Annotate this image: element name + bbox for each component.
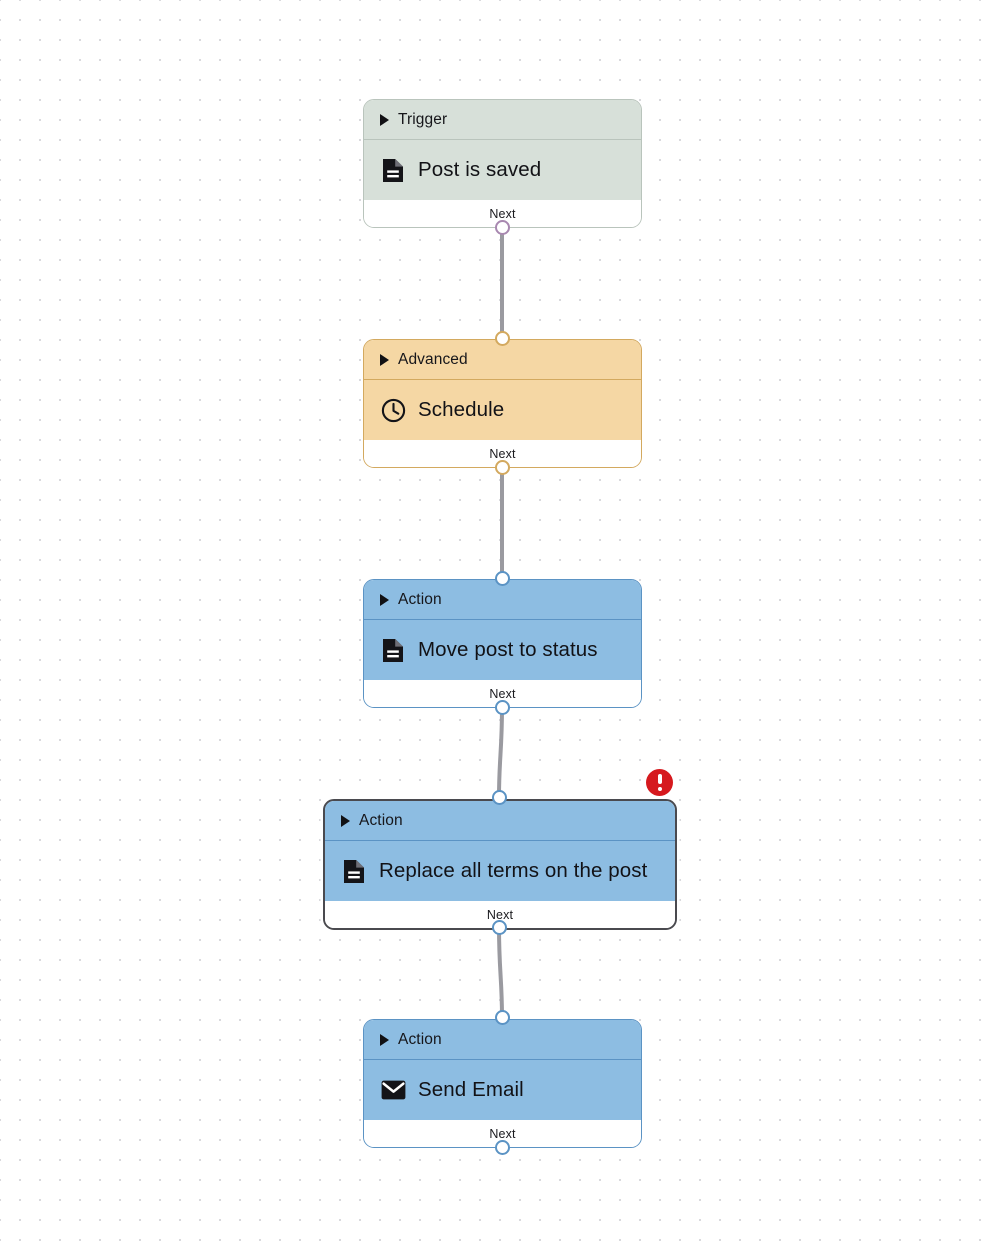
connector-port-out-action-2[interactable] (491, 919, 507, 935)
chevron-right-icon[interactable] (380, 353, 389, 366)
chevron-right-icon[interactable] (380, 593, 389, 606)
edge-action-1-to-action-2[interactable] (497, 705, 504, 799)
node-body[interactable]: Move post to status (364, 620, 641, 680)
node-header[interactable]: Trigger (364, 100, 641, 140)
node-title-label: Post is saved (418, 158, 542, 181)
edge-action-2-to-action-3[interactable] (497, 925, 504, 1019)
chevron-right-icon[interactable] (380, 113, 389, 126)
node-body[interactable]: Replace all terms on the post (325, 841, 675, 901)
connector-port-out-trigger[interactable] (494, 219, 510, 235)
node-title-label: Schedule (418, 398, 505, 421)
chevron-right-icon[interactable] (341, 814, 350, 827)
connector-port-in-action-2[interactable] (491, 789, 507, 805)
connector-port-out-action-1[interactable] (494, 699, 510, 715)
document-icon (380, 157, 406, 183)
node-body[interactable]: Schedule (364, 380, 641, 440)
connector-port-in-action-1[interactable] (494, 570, 510, 586)
node-category-label: Action (398, 590, 442, 608)
envelope-icon (380, 1077, 406, 1103)
node-title-label: Send Email (418, 1078, 524, 1101)
document-icon (341, 858, 367, 884)
document-icon (380, 637, 406, 663)
connector-port-out-action-3[interactable] (494, 1139, 510, 1155)
next-connector-label: Next (489, 206, 516, 221)
node-header[interactable]: Advanced (364, 340, 641, 380)
next-connector-label: Next (489, 1126, 516, 1141)
node-header[interactable]: Action (364, 1020, 641, 1060)
next-connector-label: Next (489, 446, 516, 461)
node-category-label: Action (398, 1030, 442, 1048)
exclamation-mark (657, 774, 662, 791)
chevron-right-icon[interactable] (380, 1033, 389, 1046)
node-title-label: Move post to status (418, 638, 598, 661)
node-body[interactable]: Post is saved (364, 140, 641, 200)
node-header[interactable]: Action (364, 580, 641, 620)
node-body[interactable]: Send Email (364, 1060, 641, 1120)
next-connector-label: Next (489, 686, 516, 701)
error-badge-icon[interactable] (646, 769, 673, 796)
node-category-label: Action (359, 811, 403, 829)
node-header[interactable]: Action (325, 801, 675, 841)
connector-port-out-advanced[interactable] (494, 459, 510, 475)
next-connector-label: Next (486, 907, 514, 922)
clock-icon (380, 397, 406, 423)
connector-port-in-advanced[interactable] (494, 330, 510, 346)
node-category-label: Advanced (398, 350, 468, 368)
node-title-label: Replace all terms on the post (379, 859, 648, 882)
connector-port-in-action-3[interactable] (494, 1009, 510, 1025)
node-category-label: Trigger (398, 110, 448, 128)
